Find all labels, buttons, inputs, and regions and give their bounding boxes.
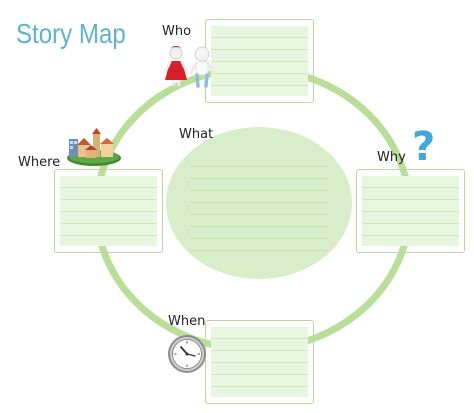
question-mark-icon: ? [412,124,436,170]
village-icon [67,128,121,166]
what-label: What [179,127,214,142]
where-label: Where [18,155,61,170]
story-map-title: Story Map [16,18,126,49]
why-card[interactable] [356,169,465,253]
who-label: Who [162,24,192,39]
when-card[interactable] [205,320,314,404]
where-card[interactable] [54,169,163,253]
people-icon [163,46,215,88]
who-card[interactable] [205,19,314,103]
what-circle[interactable] [166,127,352,279]
clock-icon [168,335,206,373]
what-lines [190,155,328,251]
why-label: Why [377,150,406,165]
when-label: When [168,314,206,329]
